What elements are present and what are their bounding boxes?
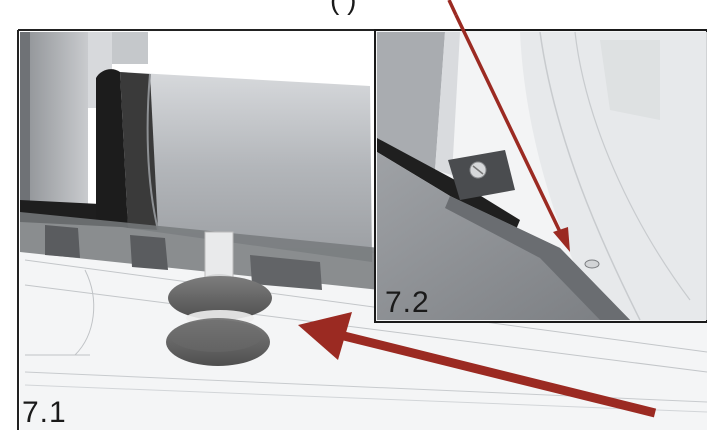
sash-end-cap bbox=[96, 69, 128, 228]
screw-icon bbox=[469, 161, 487, 179]
sash-profile bbox=[120, 72, 372, 262]
frame-post bbox=[20, 32, 88, 208]
top-caption-fragment: ( ) bbox=[330, 0, 356, 14]
roller-wheel bbox=[166, 231, 272, 366]
inset-panel bbox=[374, 14, 707, 323]
main-panel bbox=[17, 29, 707, 430]
main-panel-label: 7.1 bbox=[22, 396, 67, 429]
arrow-down-right-icon bbox=[454, 14, 570, 252]
inset-panel-label: 7.2 bbox=[385, 286, 430, 319]
arrow-left-icon bbox=[298, 312, 657, 418]
drain-hole bbox=[584, 259, 600, 269]
